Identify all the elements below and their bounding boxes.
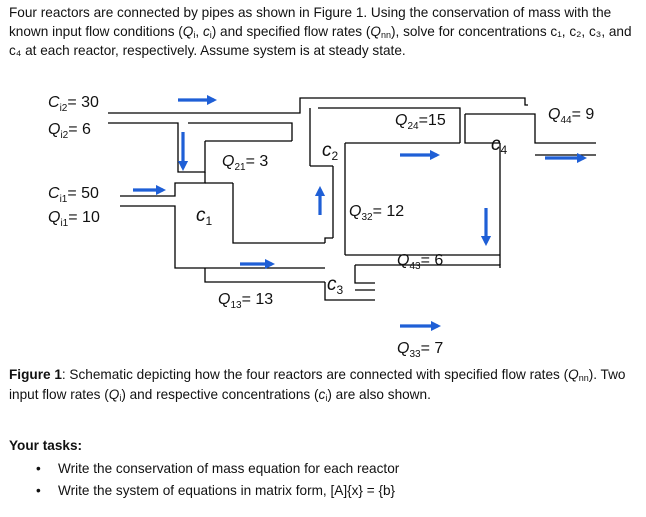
bullet: • [36, 483, 41, 498]
tasks-heading: Your tasks: [9, 438, 83, 453]
list-item: •Write the system of equations in matrix… [36, 483, 396, 498]
label-q13: Q13= 13 [218, 291, 273, 311]
label-qi2: Qi2= 6 [48, 121, 91, 141]
task-list: •Write the conservation of mass equation… [36, 460, 399, 504]
label-ci2: Ci2= 30 [48, 94, 99, 114]
reactor-schematic: Ci2= 30 Qi2= 6 Ci1= 50 Qi1= 10 Q21= 3 Q2… [48, 94, 596, 360]
label-qi1: Qi1= 10 [48, 209, 100, 229]
reactor-c2: c2 [322, 140, 339, 163]
bullet: • [36, 461, 41, 476]
label-q44: Q44= 9 [548, 106, 594, 126]
reactor-c4: c4 [491, 134, 508, 157]
label-q33: Q33= 7 [397, 340, 443, 360]
label-q24: Q24=15 [395, 112, 446, 132]
label-q43: Q43= 6 [397, 252, 443, 272]
flow-arrows [133, 94, 588, 332]
label-ci1: Ci1= 50 [48, 185, 99, 205]
pipe-network [108, 97, 596, 301]
reactor-c1: c1 [196, 205, 213, 228]
reactor-c3: c3 [327, 274, 344, 297]
figure-caption: Figure 1: Schematic depicting how the fo… [9, 367, 626, 403]
label-q32: Q32= 12 [349, 203, 404, 223]
list-item: •Write the conservation of mass equation… [36, 461, 400, 476]
problem-statement: Four reactors are connected by pipes as … [9, 5, 632, 59]
label-q21: Q21= 3 [222, 153, 268, 173]
